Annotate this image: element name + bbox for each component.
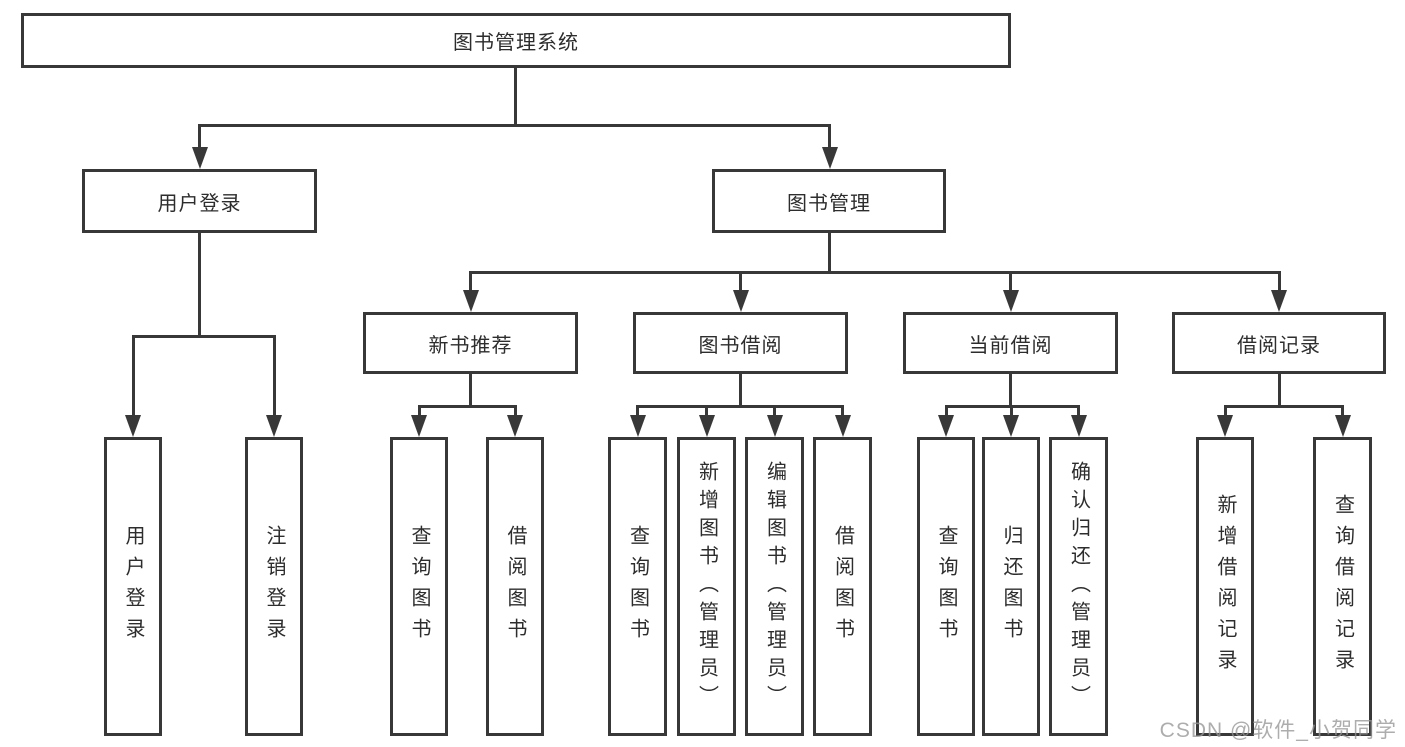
- connector-drop-bb-add: [705, 405, 708, 417]
- leaf-user-login-label: 用户登录: [122, 524, 144, 649]
- leaf-user-login: 用户登录: [104, 437, 162, 736]
- arrowhead-book-borrow: [733, 290, 749, 312]
- node-book-management: 图书管理: [712, 169, 946, 233]
- node-user-login: 用户登录: [82, 169, 317, 233]
- connector-drop-leaf-user-login: [132, 335, 135, 417]
- connector-drop-nbr-query: [418, 405, 421, 417]
- node-root: 图书管理系统: [21, 13, 1011, 68]
- arrowhead-cb-return: [1003, 415, 1019, 437]
- arrowhead-nbr-query: [411, 415, 427, 437]
- connector-drop-current-borrow: [1009, 271, 1012, 292]
- connector-user-login-bar: [132, 335, 276, 338]
- connector-br-stem: [1278, 374, 1281, 408]
- connector-drop-br-query: [1341, 405, 1344, 417]
- arrowhead-bb-query: [630, 415, 646, 437]
- connector-root-bar: [198, 124, 831, 127]
- arrowhead-bb-edit: [767, 415, 783, 437]
- arrowhead-bb-add: [699, 415, 715, 437]
- connector-cb-stem: [1009, 374, 1012, 408]
- arrowhead-new-book-recommend: [463, 290, 479, 312]
- arrowhead-book-management: [822, 147, 838, 169]
- arrowhead-borrow-records: [1271, 290, 1287, 312]
- leaf-bb-borrow-books-label: 借阅图书: [831, 524, 854, 649]
- connector-drop-bb-borrow: [841, 405, 844, 417]
- leaf-nbr-query-books-label: 查询图书: [408, 524, 430, 649]
- node-new-book-recommend: 新书推荐: [363, 312, 578, 374]
- arrowhead-leaf-logout: [266, 415, 282, 437]
- leaf-bb-query-books-label: 查询图书: [626, 524, 649, 649]
- connector-user-login-stem: [198, 233, 201, 337]
- leaf-cb-query-books: 查询图书: [917, 437, 975, 736]
- arrowhead-cb-confirm: [1071, 415, 1087, 437]
- leaf-cb-confirm-return-admin-label: 确认归还（管理员）: [1067, 460, 1090, 713]
- node-current-borrow-label: 当前借阅: [968, 334, 1053, 357]
- connector-drop-nbr-borrow: [514, 405, 517, 417]
- arrowhead-cb-query: [938, 415, 954, 437]
- leaf-nbr-query-books: 查询图书: [390, 437, 448, 736]
- arrowhead-br-add: [1217, 415, 1233, 437]
- connector-drop-bb-query: [636, 405, 639, 417]
- connector-drop-book-borrow: [739, 271, 742, 292]
- leaf-br-query-record: 查询借阅记录: [1313, 437, 1372, 736]
- connector-drop-bb-edit: [773, 405, 776, 417]
- leaf-br-add-record: 新增借阅记录: [1196, 437, 1254, 736]
- leaf-bb-edit-books-admin-label: 编辑图书（管理员）: [763, 460, 786, 713]
- leaf-cb-confirm-return-admin: 确认归还（管理员）: [1049, 437, 1108, 736]
- node-borrow-records: 借阅记录: [1172, 312, 1386, 374]
- connector-drop-new-book-recommend: [469, 271, 472, 292]
- leaf-br-query-record-label: 查询借阅记录: [1331, 493, 1354, 680]
- connector-book-management-bar: [469, 271, 1281, 274]
- connector-drop-cb-return: [1010, 405, 1013, 417]
- leaf-bb-borrow-books: 借阅图书: [813, 437, 872, 736]
- connector-nbr-stem: [469, 374, 472, 408]
- connector-drop-borrow-records: [1278, 271, 1281, 292]
- connector-bb-bar: [636, 405, 844, 408]
- arrowhead-current-borrow: [1003, 290, 1019, 312]
- connector-nbr-bar: [418, 405, 517, 408]
- leaf-cb-return-books-label: 归还图书: [1000, 524, 1022, 649]
- arrowhead-bb-borrow: [835, 415, 851, 437]
- connector-drop-leaf-logout: [273, 335, 276, 417]
- leaf-logout-label: 注销登录: [263, 524, 285, 649]
- node-borrow-records-label: 借阅记录: [1237, 334, 1321, 357]
- node-current-borrow: 当前借阅: [903, 312, 1118, 374]
- connector-book-management-stem: [828, 233, 831, 274]
- connector-drop-cb-query: [945, 405, 948, 417]
- arrowhead-br-query: [1335, 415, 1351, 437]
- leaf-cb-return-books: 归还图书: [982, 437, 1040, 736]
- node-new-book-recommend-label: 新书推荐: [428, 334, 513, 357]
- node-user-login-label: 用户登录: [157, 192, 242, 215]
- node-root-label: 图书管理系统: [453, 32, 579, 54]
- connector-bb-stem: [739, 374, 742, 408]
- arrowhead-nbr-borrow: [507, 415, 523, 437]
- leaf-bb-query-books: 查询图书: [608, 437, 667, 736]
- connector-drop-cb-confirm: [1077, 405, 1080, 417]
- csdn-watermark: CSDN @软件_小贺同学: [1159, 719, 1397, 742]
- leaf-nbr-borrow-books: 借阅图书: [486, 437, 544, 736]
- connector-drop-br-add: [1224, 405, 1227, 417]
- connector-br-bar: [1224, 405, 1344, 408]
- leaf-bb-add-books-admin-label: 新增图书（管理员）: [695, 460, 718, 713]
- node-book-borrow: 图书借阅: [633, 312, 848, 374]
- connector-root-stem: [514, 68, 517, 127]
- connector-drop-user-login: [198, 124, 201, 150]
- leaf-bb-add-books-admin: 新增图书（管理员）: [677, 437, 736, 736]
- leaf-nbr-borrow-books-label: 借阅图书: [504, 524, 526, 649]
- node-book-management-label: 图书管理: [787, 192, 871, 215]
- leaf-cb-query-books-label: 查询图书: [935, 524, 957, 649]
- node-book-borrow-label: 图书借阅: [698, 334, 783, 357]
- leaf-br-add-record-label: 新增借阅记录: [1214, 493, 1236, 680]
- leaf-logout: 注销登录: [245, 437, 303, 736]
- connector-drop-book-management: [828, 124, 831, 150]
- arrowhead-user-login: [192, 147, 208, 169]
- leaf-bb-edit-books-admin: 编辑图书（管理员）: [745, 437, 804, 736]
- arrowhead-leaf-user-login: [125, 415, 141, 437]
